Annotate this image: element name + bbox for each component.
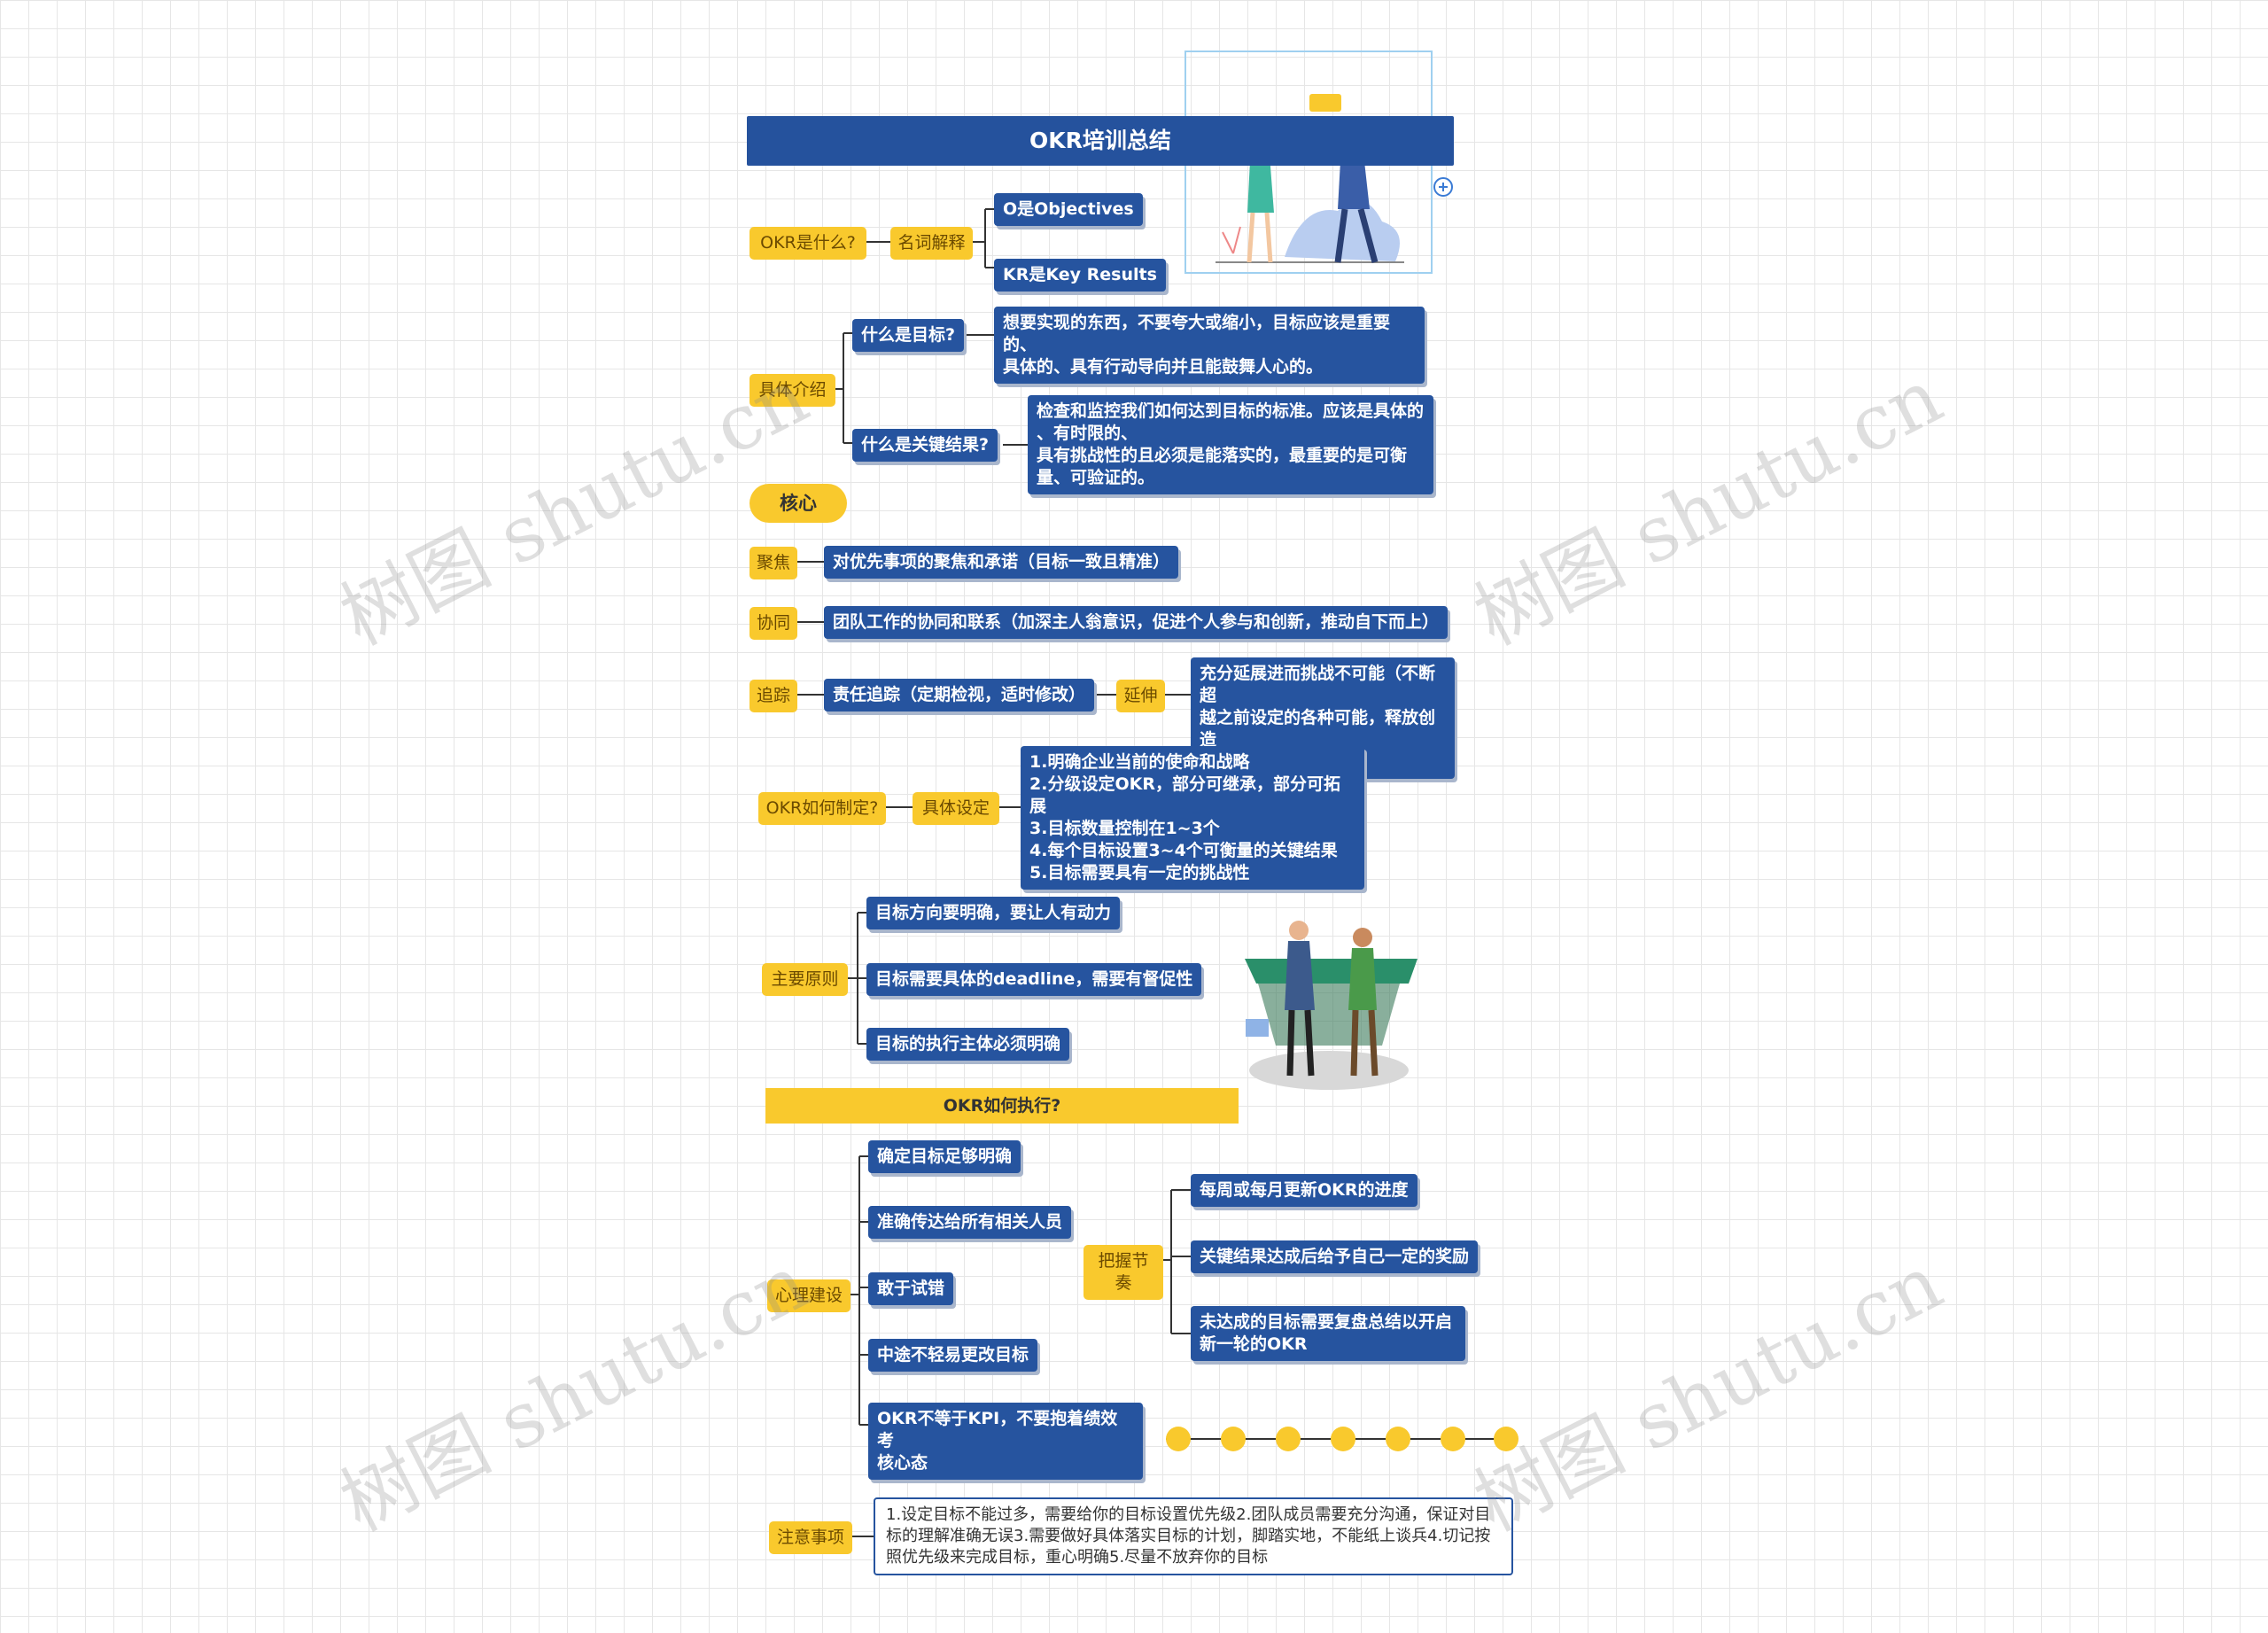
principle-item[interactable]: 目标方向要明确，要让人有动力 bbox=[866, 897, 1121, 929]
mindset-item[interactable]: 准确传达给所有相关人员 bbox=[868, 1206, 1072, 1239]
rhythm-item[interactable]: 每周或每月更新OKR的进度 bbox=[1191, 1174, 1418, 1207]
node-specific-setting[interactable]: 具体设定 bbox=[913, 792, 999, 825]
node-mindset[interactable]: 心理建设 bbox=[767, 1279, 850, 1312]
node-what-is-okr[interactable]: OKR是什么? bbox=[750, 227, 866, 260]
node-kr-key-results[interactable]: KR是Key Results bbox=[994, 259, 1166, 292]
node-collaborate-text[interactable]: 团队工作的协同和联系（加深主人翁意识，促进个人参与和创新，推动自下而上） bbox=[824, 606, 1449, 639]
node-intro[interactable]: 具体介绍 bbox=[750, 374, 835, 407]
map-title[interactable]: OKR培训总结 bbox=[747, 116, 1454, 166]
mindset-item[interactable]: 敢于试错 bbox=[868, 1272, 954, 1305]
node-notes-text[interactable]: 1.设定目标不能过多，需要给你的目标设置优先级2.团队成员需要充分沟通，保证对目… bbox=[874, 1497, 1513, 1575]
node-collaborate[interactable]: 协同 bbox=[750, 607, 797, 640]
node-rhythm[interactable]: 把握节奏 bbox=[1084, 1245, 1163, 1300]
rhythm-item[interactable]: 未达成的目标需要复盘总结以开启 新一轮的OKR bbox=[1191, 1306, 1465, 1361]
mindset-item[interactable]: OKR不等于KPI，不要抱着绩效考 核心态 bbox=[868, 1403, 1143, 1480]
node-how-to-set[interactable]: OKR如何制定? bbox=[758, 792, 886, 825]
node-key-result-definition[interactable]: 检查和监控我们如何达到目标的标准。应该是具体的 、有时限的、 具有挑战性的且必须… bbox=[1028, 395, 1433, 494]
principle-item[interactable]: 目标的执行主体必须明确 bbox=[866, 1028, 1070, 1061]
node-track-text[interactable]: 责任追踪（定期检视，适时修改） bbox=[824, 679, 1095, 712]
node-what-is-key-result[interactable]: 什么是关键结果? bbox=[852, 429, 998, 462]
mindset-item[interactable]: 确定目标足够明确 bbox=[868, 1140, 1021, 1173]
node-principles[interactable]: 主要原则 bbox=[762, 963, 848, 996]
node-objective-definition[interactable]: 想要实现的东西，不要夸大或缩小，目标应该是重要的、 具体的、具有行动导向并且能鼓… bbox=[994, 307, 1425, 384]
node-focus[interactable]: 聚焦 bbox=[750, 547, 797, 579]
node-notes[interactable]: 注意事项 bbox=[769, 1521, 852, 1554]
node-o-objectives[interactable]: O是Objectives bbox=[994, 193, 1143, 226]
node-what-is-objective[interactable]: 什么是目标? bbox=[852, 319, 965, 352]
illustration-handshake bbox=[1245, 921, 1418, 1090]
node-track[interactable]: 追踪 bbox=[750, 680, 797, 712]
node-term-explain[interactable]: 名词解释 bbox=[890, 227, 973, 260]
node-focus-text[interactable]: 对优先事项的聚焦和承诺（目标一致且精准） bbox=[824, 546, 1179, 579]
mindset-item[interactable]: 中途不轻易更改目标 bbox=[868, 1339, 1038, 1372]
principle-item[interactable]: 目标需要具体的deadline，需要有督促性 bbox=[866, 963, 1202, 996]
node-core[interactable]: 核心 bbox=[750, 484, 847, 523]
node-setting-steps[interactable]: 1.明确企业当前的使命和战略 2.分级设定OKR，部分可继承，部分可拓展 3.目… bbox=[1021, 746, 1364, 890]
rhythm-item[interactable]: 关键结果达成后给予自己一定的奖励 bbox=[1191, 1240, 1479, 1273]
node-how-to-execute[interactable]: OKR如何执行? bbox=[765, 1088, 1239, 1124]
node-stretch[interactable]: 延伸 bbox=[1116, 680, 1165, 712]
